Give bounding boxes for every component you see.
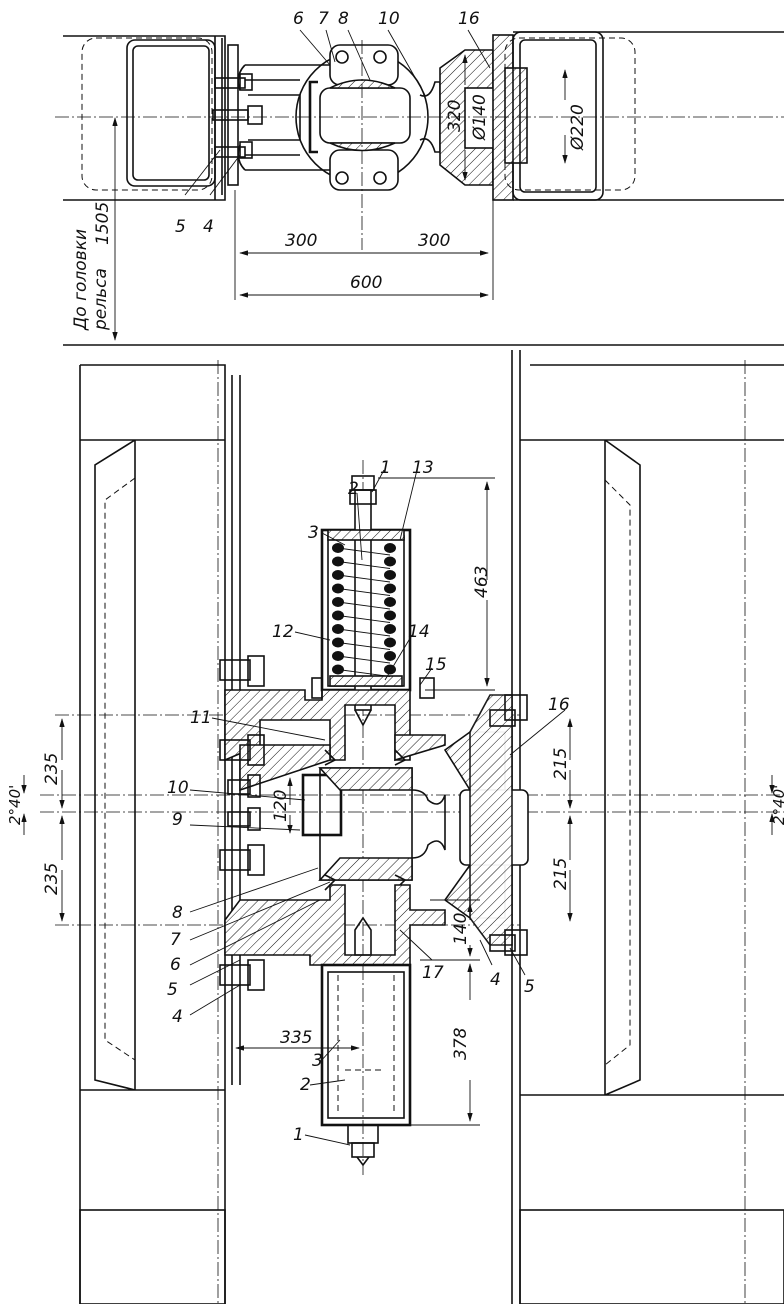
spring-coil-line	[337, 615, 391, 623]
spring-coil-line	[337, 574, 391, 583]
callout-4-left: 4	[172, 1007, 183, 1027]
callout-6: 6	[293, 9, 304, 29]
spring-coils	[332, 543, 396, 677]
spring-coil	[384, 610, 396, 621]
callout-7: 7	[318, 9, 329, 29]
lower-cylinder	[320, 963, 412, 1167]
spring-coil-line	[337, 642, 391, 650]
dim-d220: Ø220	[568, 104, 588, 151]
callout-8: 8	[338, 9, 349, 29]
callout-16: 16	[548, 695, 570, 715]
callout-2-bottom: 2	[300, 1075, 311, 1095]
callout-5: 5	[175, 217, 186, 237]
rail-note-line2: рельса	[91, 268, 111, 331]
right-sleeve	[443, 694, 529, 956]
spring-coil-line	[337, 561, 391, 569]
callout-1-top: 1	[380, 458, 391, 478]
spring-coil	[384, 597, 396, 607]
callout-16: 16	[458, 9, 480, 29]
coupling-sleeve-top	[439, 34, 528, 201]
dim-140: 140	[451, 913, 471, 945]
angle-2-40-right: 2°40'	[770, 785, 784, 825]
dim-d140: Ø140	[470, 94, 490, 141]
callout-10: 10	[378, 9, 400, 29]
spring-coil	[384, 583, 396, 594]
section-view	[21, 350, 784, 1304]
callout-13: 13	[412, 458, 434, 478]
dim-1505: 1505	[93, 202, 113, 245]
callout-17: 17	[422, 963, 444, 983]
dim-378: 378	[451, 1027, 471, 1060]
angle-2-40-left: 2°40'	[6, 785, 24, 825]
callout-11: 11	[190, 708, 212, 728]
spring-coil	[384, 556, 396, 567]
spring-coil-line	[337, 547, 391, 556]
top-dimensions	[112, 54, 568, 341]
top-view	[55, 29, 784, 341]
dim-235-lower: 235	[42, 863, 62, 895]
callout-10: 10	[167, 778, 189, 798]
spring-coil	[384, 664, 396, 675]
spring-coil	[384, 570, 396, 580]
rail-note-line1: До головки	[71, 229, 91, 331]
spring-coil-line	[337, 655, 391, 664]
spring-coil-line	[337, 601, 391, 610]
callout-2-top: 2	[348, 479, 359, 499]
dim-335: 335	[280, 1028, 312, 1048]
ball-joint-housing-top	[295, 44, 441, 191]
spring-coil	[384, 637, 396, 648]
dim-215-lower: 215	[551, 858, 571, 890]
spring-coil	[384, 624, 396, 634]
dim-463: 463	[472, 566, 492, 598]
dim-320: 320	[445, 100, 465, 132]
spring-coil-line	[337, 669, 391, 677]
callout-5-right: 5	[524, 977, 535, 997]
callout-1-bottom: 1	[293, 1125, 304, 1145]
callout-12: 12	[272, 622, 294, 642]
dim-300-left: 300	[285, 231, 317, 251]
left-end-beam	[79, 360, 241, 1304]
callout-7: 7	[170, 930, 181, 950]
spring-coil	[384, 651, 396, 661]
spring-coil-line	[337, 628, 391, 637]
yoke-top	[212, 64, 330, 171]
spring-coil-line	[337, 588, 391, 596]
lower-bracket	[219, 734, 446, 991]
left-car-end-top	[63, 35, 239, 201]
dim-215-upper: 215	[551, 748, 571, 780]
dim-600: 600	[350, 273, 382, 293]
callout-14: 14	[408, 622, 430, 642]
upper-spring-unit	[320, 475, 412, 727]
callout-8: 8	[172, 903, 183, 923]
upper-bracket	[219, 655, 446, 792]
central-ball-head	[301, 749, 446, 891]
callout-15: 15	[425, 655, 447, 675]
callout-6: 6	[170, 955, 181, 975]
right-car-end-top	[504, 31, 784, 201]
callout-3-bottom: 3	[312, 1051, 323, 1071]
dim-120: 120	[271, 790, 291, 822]
spring-coil	[384, 543, 396, 553]
callout-3-top: 3	[308, 523, 319, 543]
callout-5-left: 5	[167, 980, 178, 1000]
dim-300-right: 300	[418, 231, 450, 251]
dim-235-upper: 235	[42, 753, 62, 785]
section-dimensions	[21, 477, 775, 1126]
callout-4-right: 4	[490, 970, 501, 990]
right-end-beam	[511, 350, 784, 1304]
callout-9: 9	[172, 810, 183, 830]
callout-4: 4	[203, 217, 214, 237]
